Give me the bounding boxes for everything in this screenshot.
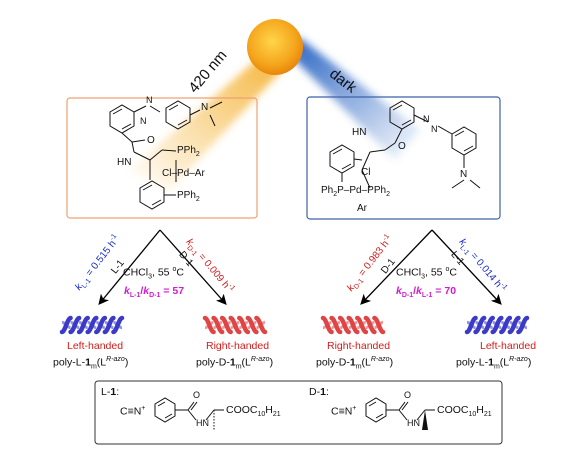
l1-carbonyl-o: O — [193, 390, 201, 400]
right-conditions: CHCl3, 55 oC — [396, 266, 457, 281]
left-ratio: kL-1/kD-1 = 57 — [124, 285, 185, 300]
right-product-handedness: Right-handed — [327, 340, 391, 352]
l1-nh: HN — [196, 418, 209, 428]
dark-complex-box — [306, 96, 501, 220]
light-complex-box — [66, 97, 258, 219]
d1-isocyanide: C≡N+ — [331, 405, 357, 418]
helix-back-segment — [509, 320, 519, 330]
left-helix-left-handed — [59, 315, 125, 335]
light-beam — [130, 55, 282, 190]
helix-back-segment — [70, 320, 80, 330]
dark-beam — [287, 38, 420, 160]
helix-back-segment — [113, 320, 123, 330]
helix-back-segment — [204, 320, 214, 330]
helix-back-segment — [339, 320, 350, 330]
right-nh: HN — [352, 127, 367, 138]
right-product2-name: poly-L-1m(LR-azo) — [456, 356, 532, 371]
helix-back-segment — [221, 320, 232, 330]
l1-title: L-1: — [101, 386, 120, 398]
left-product2-handedness: Right-handed — [206, 340, 270, 352]
left-product2-name: poly-D-1m(LR-azo) — [196, 356, 274, 371]
left-pph2-bottom: PPh2 — [177, 190, 200, 204]
d1-wedge-bond — [422, 410, 428, 430]
sun-icon — [247, 19, 303, 75]
d1-carbonyl-o: O — [404, 390, 412, 400]
l1-isocyanide: C≡N+ — [120, 405, 146, 418]
helix-back-segment — [492, 320, 502, 330]
right-ratio: kD-1/kL-1 = 70 — [396, 285, 457, 300]
helix-back-segment — [475, 320, 485, 330]
right-ar: Ar — [357, 203, 367, 214]
left-carbonyl-o: O — [147, 135, 155, 146]
l1-structure — [154, 397, 224, 430]
d1-ester: COOC10H21 — [437, 404, 492, 419]
l1-ester: COOC10H21 — [226, 404, 281, 419]
left-arrows — [98, 229, 227, 306]
left-conditions: CHCl3, 55 oC — [123, 266, 184, 281]
helix-back-segment — [104, 320, 114, 330]
helix-back-segment — [78, 320, 89, 330]
helix-back-segment — [256, 320, 266, 330]
d1-nh: HN — [407, 418, 420, 428]
helix-back-segment — [230, 320, 240, 330]
helix-back-segment — [213, 320, 223, 330]
helix-back-segment — [95, 320, 106, 330]
left-pd-line: Cl–Pd–Ar — [162, 168, 205, 179]
helix-back-segment — [466, 320, 476, 330]
monomer-box — [94, 380, 503, 445]
right-nme2-n: N — [460, 169, 468, 180]
right-carbonyl-o: O — [398, 141, 406, 152]
helix-back-segment — [322, 320, 332, 330]
helix-back-segment — [500, 320, 511, 330]
helix-back-segment — [483, 320, 494, 330]
left-pph2-top: PPh2 — [177, 145, 200, 159]
d1-title: D-1: — [309, 386, 329, 398]
right-pd-line: Ph2P–Pd–PPh2 — [321, 185, 390, 199]
helix-back-segment — [356, 320, 367, 330]
helix-back-segment — [348, 320, 358, 330]
left-nh: HN — [117, 157, 132, 168]
right-product2-handedness: Left-handed — [480, 340, 537, 352]
helix-back-segment — [518, 320, 528, 330]
right-cl: Cl — [361, 167, 371, 178]
right-arrows — [360, 229, 502, 305]
left-helix-right-handed — [202, 315, 268, 335]
left-n-azo-1: N — [140, 116, 147, 126]
left-n-azo-2: N — [146, 95, 153, 105]
right-helix-right-handed — [320, 315, 386, 335]
d1-structure — [365, 397, 435, 423]
left-product-handedness: Left-handed — [67, 340, 124, 352]
right-product-name: poly-D-1m(LR-azo) — [316, 356, 394, 371]
left-nme2-n: N — [201, 102, 209, 113]
helix-back-segment — [87, 320, 97, 330]
helix-back-segment — [238, 320, 249, 330]
helix-back-segment — [331, 320, 341, 330]
helix-back-segment — [374, 320, 384, 330]
helix-back-segment — [247, 320, 257, 330]
right-helix-left-handed — [464, 315, 530, 335]
helix-back-segment — [365, 320, 375, 330]
helix-back-segment — [61, 320, 71, 330]
left-product-name: poly-L-1m(LR-azo) — [53, 356, 129, 371]
right-n-azo-1: N — [423, 114, 430, 124]
right-complex-structure — [329, 100, 481, 189]
right-n-azo-2: N — [431, 124, 438, 134]
left-complex-structure — [109, 100, 223, 210]
